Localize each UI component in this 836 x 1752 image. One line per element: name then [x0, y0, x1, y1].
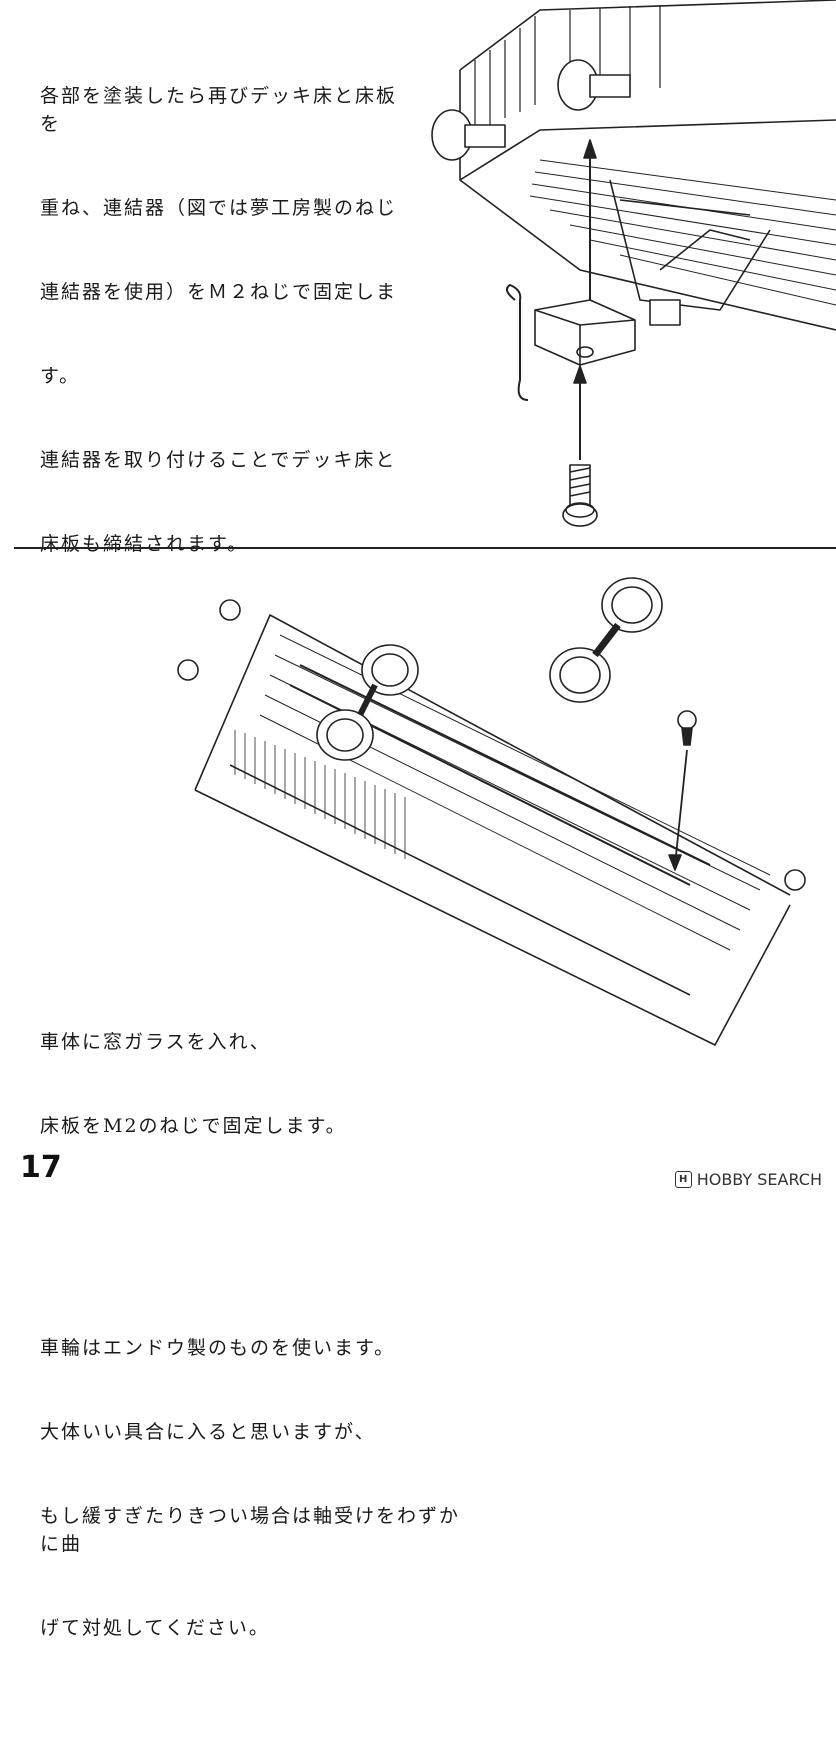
screw-icon — [677, 710, 697, 746]
text-line: 連結器を使用）をＭ２ねじで固定しま — [40, 281, 398, 303]
watermark: H HOBBY SEARCH — [674, 1170, 822, 1189]
page-number: 17 — [20, 1150, 62, 1185]
text-line: げて対処してください。 — [40, 1617, 270, 1639]
text-line: 連結器を取り付けることでデッキ床と — [40, 449, 397, 471]
text-line: 床板も締結されます。 — [40, 533, 249, 555]
wheelset-icon — [549, 577, 663, 703]
paragraph-wheels: 車輪はエンドウ製のものを使います。 大体いい具合に入ると思いますが、 もし緩すぎ… — [40, 1278, 480, 1698]
floor-and-wheels-illustration — [177, 577, 806, 1046]
section-divider — [14, 547, 836, 549]
coupler-assembly-illustration — [431, 0, 836, 527]
watermark-text: HOBBY SEARCH — [696, 1170, 822, 1189]
instruction-text-bottom: 車体に窓ガラスを入れ、 床板をM2のねじで固定します。 車輪はエンドウ製のものを… — [40, 916, 480, 1752]
text-line: 車輪はエンドウ製のものを使います。 — [40, 1337, 396, 1359]
text-line: す。 — [40, 365, 81, 387]
screw-icon — [562, 464, 598, 527]
text-line: 床板をM2のねじで固定します。 — [40, 1115, 347, 1137]
text-line: もし緩すぎたりきつい場合は軸受けをわずかに曲 — [40, 1505, 461, 1555]
text-line: 大体いい具合に入ると思いますが、 — [40, 1421, 376, 1443]
text-line: 車体に窓ガラスを入れ、 — [40, 1031, 271, 1053]
text-line: 各部を塗装したら再びデッキ床と床板を — [40, 85, 398, 135]
paragraph-window-glass: 車体に窓ガラスを入れ、 床板をM2のねじで固定します。 — [40, 972, 480, 1196]
text-line: 重ね、連結器（図では夢工房製のねじ — [40, 197, 398, 219]
instruction-text-top: 各部を塗装したら再びデッキ床と床板を 重ね、連結器（図では夢工房製のねじ 連結器… — [40, 26, 410, 586]
hobby-search-logo-icon: H — [674, 1171, 692, 1188]
